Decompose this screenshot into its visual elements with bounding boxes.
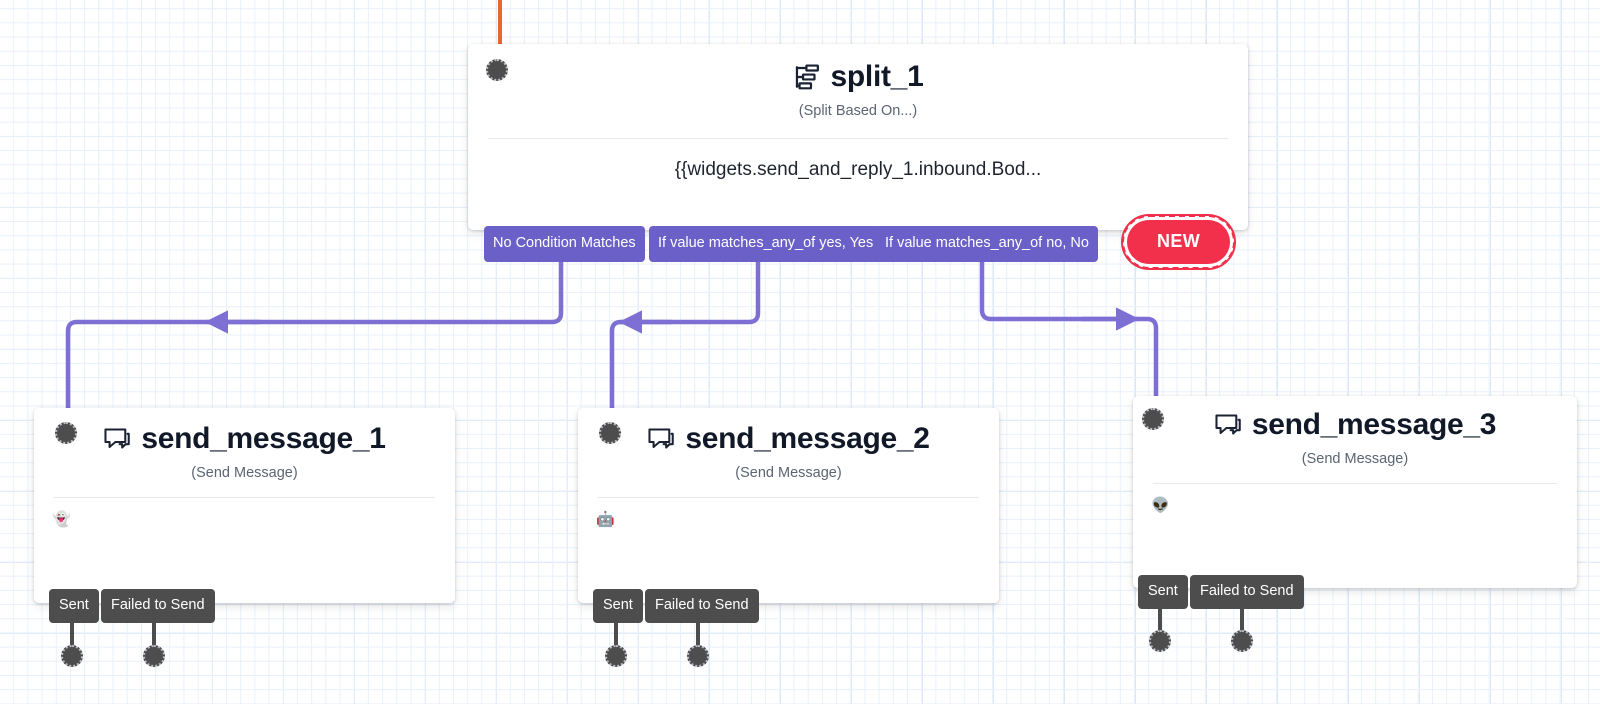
node-body-expression: {{widgets.send_and_reply_1.inbound.Bod..… (674, 159, 1042, 180)
node-body-message: 🤖 (596, 511, 615, 528)
output-stem-failed (696, 615, 700, 661)
output-stem-failed (1240, 601, 1244, 645)
output-handle-failed-to-send[interactable] (687, 645, 709, 667)
split-icon (793, 63, 821, 91)
node-divider (1153, 483, 1557, 484)
output-stem-sent (70, 615, 74, 661)
output-chip-failed-to-send[interactable]: Failed to Send (645, 589, 759, 623)
node-body-message: 👻 (52, 511, 71, 528)
node-divider (488, 138, 1228, 139)
node-subtitle: (Send Message) (735, 465, 842, 481)
output-stem-failed (152, 615, 156, 661)
input-handle[interactable] (486, 59, 508, 81)
output-handle-sent[interactable] (1149, 630, 1171, 652)
node-title: send_message_1 (141, 422, 386, 455)
new-badge[interactable]: NEW (1121, 215, 1236, 269)
edge-yes-to-send-message-2 (609, 254, 761, 413)
node-send_message_1[interactable]: send_message_1 (Send Message) 👻 Sent Fai… (34, 408, 455, 667)
node-title: split_1 (830, 60, 924, 93)
output-chip-failed-to-send[interactable]: Failed to Send (1190, 575, 1304, 609)
node-split_1[interactable]: split_1 (Split Based On...) {{widgets.se… (468, 44, 1248, 269)
output-handle-failed-to-send[interactable] (1231, 630, 1253, 652)
edge-no-condition-to-send-message-1 (65, 254, 564, 413)
input-handle[interactable] (599, 422, 621, 444)
node-divider (598, 497, 979, 498)
condition-chip-matches-yes[interactable]: If value matches_any_of yes, Yes (649, 226, 883, 262)
node-title: send_message_2 (685, 422, 930, 455)
node-subtitle: (Send Message) (191, 465, 298, 481)
node-divider (54, 497, 435, 498)
input-handle[interactable] (1142, 408, 1164, 430)
output-chip-sent[interactable]: Sent (49, 589, 99, 623)
output-handle-sent[interactable] (61, 645, 83, 667)
input-handle[interactable] (55, 422, 77, 444)
output-chip-failed-to-send[interactable]: Failed to Send (101, 589, 215, 623)
condition-chip-no-condition-matches[interactable]: No Condition Matches (484, 226, 645, 262)
node-subtitle: (Split Based On...) (798, 103, 918, 119)
message-bubble-icon (103, 426, 131, 452)
edge-no-to-send-message-3 (979, 254, 1159, 401)
output-stem-sent (1158, 601, 1162, 645)
output-chip-sent[interactable]: Sent (1138, 575, 1188, 609)
node-title: send_message_3 (1251, 408, 1497, 441)
output-handle-failed-to-send[interactable] (143, 645, 165, 667)
message-bubble-icon (647, 426, 675, 452)
output-handle-sent[interactable] (605, 645, 627, 667)
message-bubble-icon (1214, 412, 1242, 438)
output-chip-sent[interactable]: Sent (593, 589, 643, 623)
node-send_message_3[interactable]: send_message_3 (Send Message) 👽 Sent Fai… (1133, 396, 1577, 652)
output-stem-sent (614, 615, 618, 661)
node-subtitle: (Send Message) (1301, 451, 1409, 467)
condition-chip-matches-no[interactable]: If value matches_any_of no, No (876, 226, 1098, 262)
node-send_message_2[interactable]: send_message_2 (Send Message) 🤖 Sent Fai… (578, 408, 999, 667)
node-body-message: 👽 (1151, 497, 1170, 514)
